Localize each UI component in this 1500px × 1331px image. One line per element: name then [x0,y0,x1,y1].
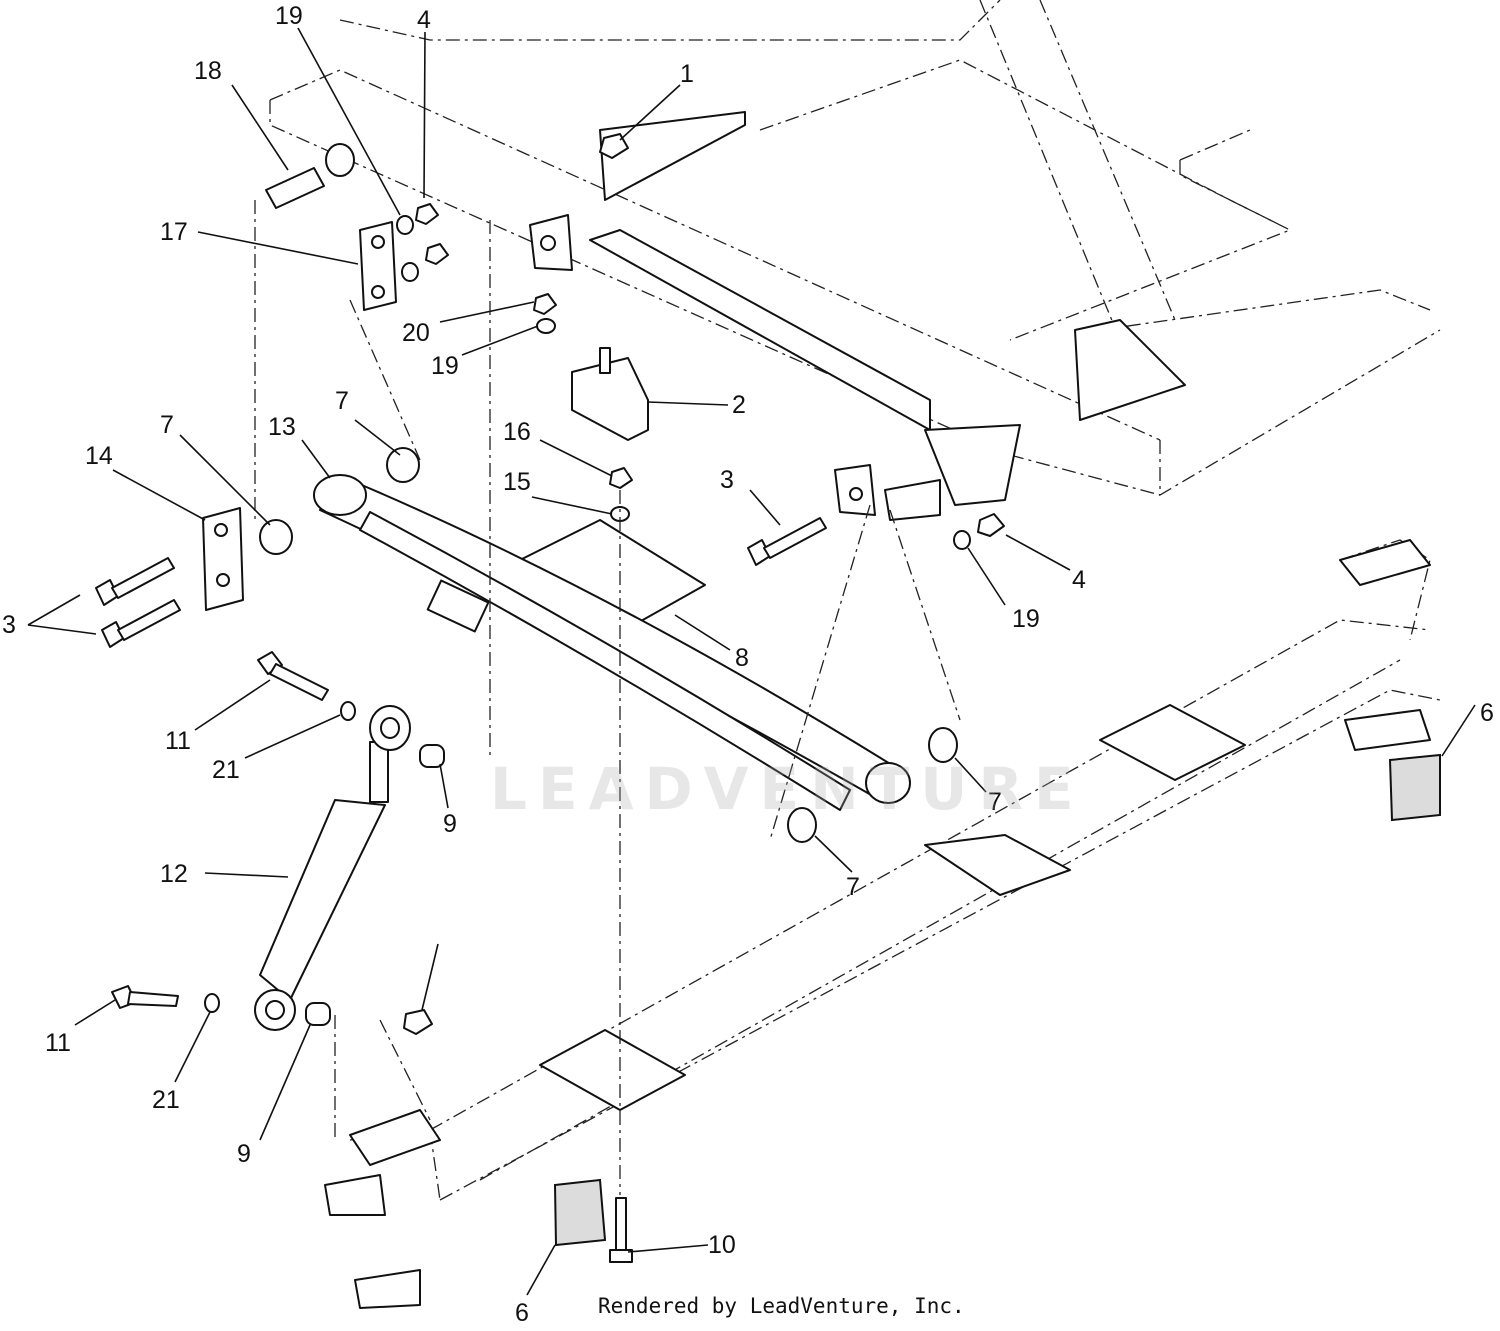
bolt-part-3-right [747,517,827,566]
callout-20: 20 [402,319,430,347]
callout-16: 16 [503,418,531,446]
callout-21-lower: 21 [152,1086,180,1114]
plate-part-6-right [1388,753,1441,822]
leaf-spring-part-13 [313,474,911,811]
washer-part-19-b [401,262,419,282]
callout-4-right: 4 [1072,566,1086,594]
callout-14: 14 [85,442,113,470]
bushing-part-18 [265,143,355,209]
callout-17: 17 [160,218,188,246]
nut-part-1-bottom [403,1009,433,1035]
render-credit: Rendered by LeadVenture, Inc. [598,1294,965,1318]
washer-part-7-d [787,807,817,843]
parts [95,133,1441,1263]
callout-4-top: 4 [417,6,431,34]
bolt-part-3-left-lower [101,599,181,648]
callout-8: 8 [735,644,749,672]
front-axle [324,539,1441,1309]
callout-12: 12 [160,860,188,888]
callout-18: 18 [194,57,222,85]
shackle-plate-part-14 [202,507,244,611]
u-bolt-part-10 [609,1197,633,1263]
callout-9-upper: 9 [443,810,457,838]
callout-19-mid: 19 [431,352,459,380]
callout-7-upper: 7 [335,387,349,415]
washer-part-19-a [396,215,414,235]
washer-part-7-a [386,447,420,483]
callout-11-upper: 11 [165,727,191,755]
washer-part-21-lower [204,993,220,1013]
callout-11-lower: 11 [45,1029,71,1057]
callout-6-bottom: 6 [515,1299,529,1327]
washer-part-21-upper [340,701,356,721]
spacer-part-9-upper [419,744,445,768]
bumper-block-part-2 [571,357,649,441]
spacer-part-9-lower [305,1002,331,1026]
callout-2: 2 [732,391,746,419]
watermark-text: LEADVENTURE [490,755,1085,823]
shackle-plate-part-17 [359,221,397,311]
callout-6-right: 6 [1480,699,1494,727]
frame-assembly [269,0,1441,521]
callout-9-lower: 9 [237,1140,251,1168]
bolt-part-11-upper [257,651,329,701]
nut-part-4-upper-b [425,243,449,265]
callout-19-right: 19 [1012,605,1040,633]
callout-1-top: 1 [680,60,694,88]
callout-3-right: 3 [720,466,734,494]
callout-7-lower: 7 [846,873,860,901]
callout-3-left: 3 [2,611,16,639]
leader-lines [27,27,1476,1296]
nut-part-20 [533,293,557,315]
washer-part-19-d [953,530,971,550]
plate-part-6-left [553,1178,607,1247]
nut-part-4-upper [415,203,439,225]
washer-part-7-b [259,519,293,555]
callout-7-right: 7 [988,788,1002,816]
washer-part-7-c [928,727,958,763]
callout-19-top: 19 [275,2,303,30]
washer-part-19-c [536,318,556,334]
callout-15: 15 [503,468,531,496]
callout-10: 10 [708,1231,736,1259]
callout-21-upper: 21 [212,756,240,784]
callout-7-left: 7 [160,411,174,439]
shock-absorber-part-12 [254,705,411,1031]
alignment-lines [254,200,961,1195]
callout-13: 13 [268,413,296,441]
bolt-part-11-lower [111,985,179,1009]
nut-part-4-right [977,513,1005,537]
nut-part-16 [609,467,633,489]
bolt-part-3-left-upper [95,557,175,606]
